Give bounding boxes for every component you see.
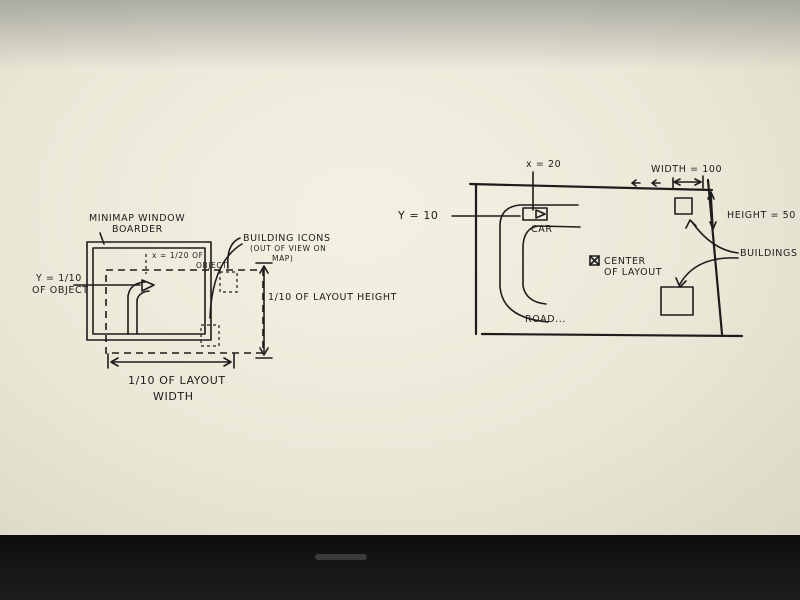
layout-frame-bottom [480, 332, 744, 338]
height-label: HEIGHT = 50 [727, 210, 796, 221]
arrow-head [223, 357, 232, 367]
x-label-object: OBJECT [196, 261, 227, 270]
minimap-road [136, 290, 150, 335]
buildings-label-line2: (OUT OF VIEW ON [250, 244, 326, 253]
arrow-head [694, 178, 702, 186]
y-label: Y = 10 [397, 209, 439, 222]
car-icon [522, 207, 548, 221]
minimap-label-arrow [99, 232, 105, 245]
layout-frame-right [706, 178, 724, 336]
road [499, 204, 579, 323]
arrow-head [631, 179, 641, 187]
buildings-arrow [679, 257, 739, 285]
laptop-bezel [0, 535, 800, 600]
building-icon [674, 197, 693, 215]
arrow-head [673, 178, 681, 186]
arrow-head [675, 277, 687, 288]
height-label: 1/10 OF LAYOUT HEIGHT [268, 292, 397, 303]
center-label-line2: OF LAYOUT [604, 267, 662, 278]
road-label: ROAD... [525, 314, 566, 325]
y-label: Y = 1/10 [35, 273, 82, 284]
buildings-label: BUILDINGS [740, 248, 798, 259]
minimap-view-area [105, 269, 264, 354]
speaker-slot [315, 554, 367, 560]
center-label: CENTER [604, 256, 646, 267]
keyboard-reflection [0, 0, 800, 70]
arrow-head [707, 191, 715, 200]
height-measure-line [710, 192, 714, 229]
width-label: 1/10 OF LAYOUT [128, 374, 226, 387]
car-label: CAR [531, 224, 553, 235]
layout-frame-top [468, 182, 714, 192]
road [522, 225, 581, 305]
building-arrow [226, 237, 241, 269]
building-icon [200, 324, 220, 347]
minimap-label-boarder: BOARDER [112, 224, 163, 235]
arrow-head [259, 347, 269, 356]
layout-sketch: ROAD... CAR x = 20 Y = 10 CENTER OF LAYO… [397, 159, 798, 338]
width-label-line2: WIDTH [153, 390, 194, 403]
center-marker-icon [589, 255, 600, 266]
buildings-label: BUILDING ICONS [243, 233, 331, 244]
sketch-paper [0, 0, 800, 535]
minimap-sketch: x = 1/20 OF OBJECT MINIMAP WINDOW BOARDE… [32, 213, 397, 403]
hand-drawn-sketches: x = 1/20 OF OBJECT MINIMAP WINDOW BOARDE… [0, 0, 800, 535]
car-icon [535, 209, 546, 219]
arrow-head [259, 265, 269, 274]
center-marker-icon [589, 255, 600, 266]
building-icon [219, 271, 238, 293]
building-icon [660, 286, 694, 316]
y-label-object: OF OBJECT [32, 285, 89, 296]
width-label: WIDTH = 100 [651, 164, 722, 175]
arrow-head [651, 179, 661, 187]
x-label: x = 1/20 OF [152, 251, 204, 260]
buildings-label-line3: MAP) [272, 254, 293, 263]
minimap-window-inner-border [92, 247, 206, 335]
minimap-label: MINIMAP WINDOW [89, 213, 185, 224]
arrow-head [110, 357, 119, 367]
x-label: x = 20 [526, 159, 561, 170]
building-arrow [209, 243, 243, 319]
arrow-head [709, 221, 717, 230]
car-icon [141, 279, 155, 292]
minimap-window-border [86, 241, 212, 341]
arrow-head [685, 219, 697, 229]
